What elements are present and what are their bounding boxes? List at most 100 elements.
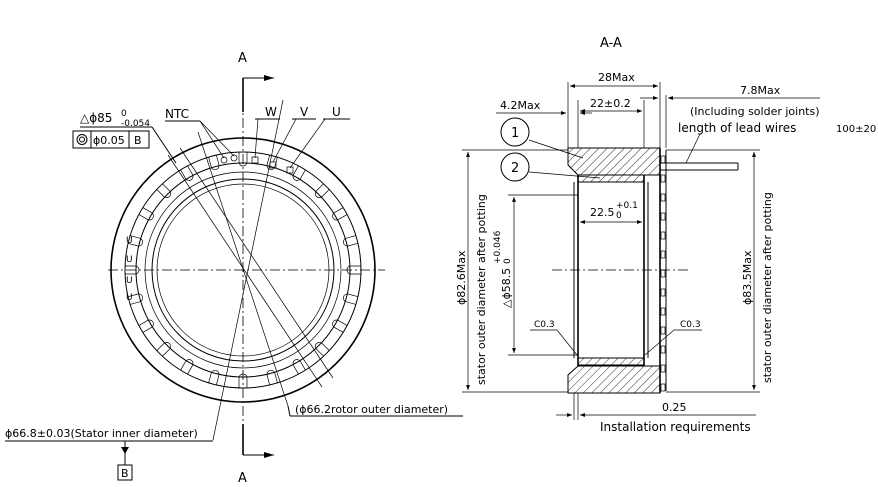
bottom-inner-strip (577, 357, 645, 366)
section-tooth (660, 269, 666, 278)
coil-slot (125, 265, 140, 275)
install-requirements-label: Installation requirements (600, 420, 751, 434)
dim-28max-label: 28Max (598, 71, 635, 84)
concentricity-frame (72, 130, 150, 149)
phase-w-leader (254, 118, 259, 159)
section-tooth (660, 212, 666, 221)
ntc-leader-1 (199, 120, 225, 159)
rotor-outer-diameter-tick (287, 405, 291, 417)
rotor-outer-circle (156, 183, 330, 357)
top-inner-strip (577, 174, 645, 183)
dim-4-2max-label: 4.2Max (500, 99, 541, 112)
outer-diameter-value: △ϕ85 (80, 111, 112, 125)
datum-b-label: B (121, 467, 129, 480)
outer-diameter-leader (151, 126, 177, 164)
coil-slot (208, 154, 220, 170)
callout-2-leader (528, 171, 601, 179)
coil-slot (127, 235, 143, 247)
coil-slot (343, 235, 359, 247)
coil-slot (332, 207, 348, 221)
coil-slot (315, 183, 330, 198)
install-gap-value: 0.25 (662, 401, 687, 414)
coil-slot (292, 359, 306, 375)
terminal-u-pad (286, 166, 294, 174)
phase-w-label: W (265, 105, 277, 119)
coil-mark-4: U (126, 293, 133, 303)
outer-diameter-tol-lower: -0.054 (121, 119, 150, 129)
stator-potting-right: stator outer diameter after potting (761, 192, 774, 383)
coil-slot (156, 183, 171, 198)
section-tooth (660, 383, 666, 392)
ntc-pad-2 (230, 154, 238, 162)
section-mark-top: A (238, 51, 247, 66)
section-mark-bottom: A (238, 471, 247, 486)
stator-ring-circle-2 (124, 151, 362, 389)
coil-slot (138, 207, 154, 221)
concentricity-value: ϕ0.05 (93, 134, 125, 147)
section-tooth (660, 193, 666, 202)
section-teeth (660, 155, 666, 392)
coil-slot (238, 152, 248, 167)
front-view: U U U U A A △ϕ85 0 -0.054 ϕ0.05 B NTC (5, 51, 463, 486)
section-view: A-A 28Max 22±0.2 (455, 36, 876, 434)
phase-v-leader (272, 118, 297, 163)
ntc-label: NTC (165, 107, 189, 121)
dim-58-5-tol-up: +0.046 (493, 230, 503, 264)
callout-2-circle (500, 152, 530, 182)
chamfer-left-label: C0.3 (534, 320, 555, 330)
dim-7-8max-label: 7.8Max (740, 84, 781, 97)
callout-1-label: 1 (511, 126, 519, 141)
section-tooth (660, 155, 666, 164)
chamfer-left-leader (556, 329, 578, 356)
section-tooth (660, 174, 666, 183)
phase-v-label: V (300, 105, 309, 119)
stator-ring-circle-4 (144, 171, 342, 369)
coil-slot (343, 293, 359, 305)
section-tooth (660, 326, 666, 335)
coil-slot (266, 370, 278, 386)
coil-slot (156, 342, 171, 357)
bottom-hatch-band (567, 365, 661, 394)
coil-slot (180, 359, 194, 375)
stator-ring-circle-3 (135, 162, 351, 378)
lead-wire-leader (685, 133, 701, 164)
coil-slot (332, 319, 348, 333)
callout-1-leader (528, 139, 584, 159)
outer-diameter-tolerance: △ϕ85 (80, 111, 112, 125)
solder-joints-note: (Including solder joints) (690, 105, 820, 118)
concentricity-icon-inner (79, 136, 85, 143)
diameter-leader-3 (167, 154, 323, 388)
lead-wire-length: 100±20 (836, 124, 876, 135)
outer-diameter-tol-upper: 0 (121, 109, 127, 119)
dim-22-label: 22±0.2 (590, 97, 631, 110)
section-tooth (660, 345, 666, 354)
chamfer-right-label: C0.3 (680, 320, 701, 330)
coil-slots (125, 152, 361, 388)
coil-mark-3: U (126, 276, 133, 286)
rotor-outer-diameter-label: (ϕ66.2rotor outer diameter) (295, 403, 448, 416)
rotor-diameter-leader (197, 131, 289, 407)
callout-1-circle (500, 117, 530, 147)
stator-potting-left: stator outer diameter after potting (475, 194, 488, 385)
diameter-leader-4 (179, 147, 334, 379)
datum-b-triangle (121, 447, 129, 454)
chamfer-right-leader (644, 329, 675, 356)
stator-inner-circle (151, 178, 335, 362)
dim-22-5-tol-low: 0 (616, 211, 622, 221)
stator-inner-diameter-label: ϕ66.8±0.03(Stator inner diameter) (5, 427, 198, 440)
dim-83-5-label: ϕ83.5Max (741, 250, 754, 305)
stator-inner-diameter-leader (212, 99, 284, 441)
coil-slot (138, 319, 154, 333)
coil-slot (208, 370, 220, 386)
stator-outer-circle (110, 137, 376, 403)
dim-82-6-label: ϕ82.6Max (455, 250, 468, 305)
coil-slot (315, 342, 330, 357)
section-tooth (660, 307, 666, 316)
callout-2-label: 2 (511, 161, 519, 176)
ntc-leader-2 (199, 120, 235, 157)
dim-58-5-label: △ϕ58.5 (500, 268, 513, 308)
dim-58-5-value: △ϕ58.5 (500, 268, 513, 308)
coil-slot (346, 265, 361, 275)
section-tooth (660, 288, 666, 297)
datum-b-box (117, 464, 133, 481)
